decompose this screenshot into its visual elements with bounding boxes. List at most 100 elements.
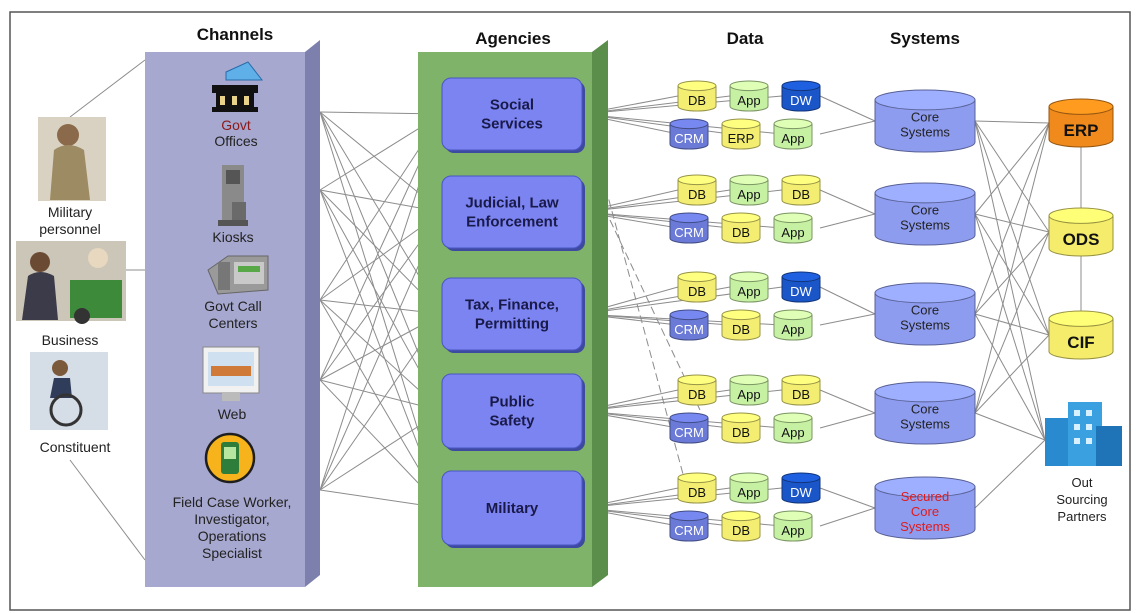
enterprise-label: ODS [1063, 230, 1100, 249]
app-cylinder [729, 80, 769, 112]
dw-cylinder [781, 472, 821, 504]
erp-cylinder [1048, 98, 1114, 148]
cylinder-label: App [737, 284, 760, 299]
connector-line [819, 95, 876, 122]
agency-label-line: Tax, Finance, [465, 297, 559, 314]
cylinder-label: DB [732, 322, 750, 337]
agency-label-line: Safety [489, 413, 535, 430]
wheelchair-user-photo-icon [30, 352, 108, 430]
cylinder-label: App [781, 322, 804, 337]
erp-cylinder [721, 118, 761, 150]
office-building-icon [1045, 402, 1122, 466]
db-cylinder [721, 510, 761, 542]
connector-line [974, 122, 1050, 315]
core-systems: CoreSystemsCoreSystemsCoreSystemsCoreSys… [874, 89, 976, 540]
cylinder-label: DW [790, 284, 812, 299]
connector-line [974, 120, 1046, 441]
dw-cylinder [781, 80, 821, 112]
connector-line [819, 313, 876, 326]
person-label-constituent: Constituent [40, 439, 111, 455]
core-systems-label-line: Core [911, 402, 939, 417]
app-cylinder [729, 472, 769, 504]
partners-label-line: Partners [1057, 509, 1107, 524]
crm-cylinder [669, 212, 709, 244]
app-cylinder [773, 412, 813, 444]
government-building-icon [212, 61, 264, 112]
connector-line [974, 231, 1050, 414]
core-systems-cylinder [874, 89, 976, 153]
header-systems: Systems [890, 29, 960, 48]
core-systems-label-line: Systems [900, 417, 950, 432]
agency-label-line: Public [489, 394, 534, 411]
crm-cylinder [669, 309, 709, 341]
cylinder-label: DB [792, 387, 810, 402]
handheld-device-icon [204, 432, 256, 484]
core-systems-label-line: Systems [900, 519, 950, 534]
connector-line [974, 120, 1050, 233]
core-systems-cylinder [874, 282, 976, 346]
header-channels: Channels [197, 25, 274, 44]
telephone-icon [207, 255, 269, 295]
person-business: Business [16, 241, 126, 348]
agency-label-line: Enforcement [466, 214, 558, 231]
core-systems-label-line: Systems [900, 218, 950, 233]
connector-line [974, 412, 1046, 441]
app-cylinder [729, 271, 769, 303]
channel-label-govt-offices: Govt Offices [214, 117, 257, 149]
channel-label-line: Investigator, [194, 511, 270, 527]
cylinder-label: CRM [674, 322, 704, 337]
channel-label-line: Specialist [202, 545, 262, 561]
core-systems-label-line: Systems [900, 318, 950, 333]
core-systems-label-line: Core [911, 504, 939, 519]
agency-box [441, 373, 583, 449]
cylinder-label: DB [688, 187, 706, 202]
connector-line [974, 313, 1046, 441]
connector-line [819, 286, 876, 315]
cylinder-label: App [737, 187, 760, 202]
connector-line [974, 213, 1050, 336]
cylinder-label: DB [732, 523, 750, 538]
connector-line [974, 122, 1050, 414]
core-systems-label-line: Core [911, 203, 939, 218]
crm-cylinder [669, 118, 709, 150]
db-cylinder [721, 309, 761, 341]
partners-label-line: Out [1072, 475, 1093, 490]
cylinder-label: DW [790, 93, 812, 108]
cylinder-label: CRM [674, 131, 704, 146]
cylinder-label: CRM [674, 425, 704, 440]
agency-tax-finance-permitting: Tax, Finance,Permitting [441, 277, 585, 353]
partners-label-line: Sourcing [1056, 492, 1107, 507]
connector-line [974, 231, 1050, 315]
channel-label-field-case-worker: Field Case Worker, Investigator, Operati… [173, 494, 292, 561]
agency-box [441, 470, 583, 546]
connector-line [974, 439, 1046, 509]
agency-label-line: Judicial, Law [465, 195, 559, 212]
connector-line [974, 313, 1050, 336]
ods-cylinder [1048, 207, 1114, 257]
db-cylinder [677, 271, 717, 303]
agency-label-line: Social [490, 97, 534, 114]
agency-label-line: Military [486, 500, 539, 517]
monitor-icon [202, 346, 260, 401]
business-people-photo-icon [16, 241, 126, 324]
connector-line [819, 487, 876, 509]
app-cylinder [773, 309, 813, 341]
person-label-military-2: personnel [39, 221, 101, 237]
enterprise-label: ERP [1064, 121, 1099, 140]
connector-line [974, 120, 1050, 124]
channels-panel [145, 40, 320, 587]
cylinder-label: ERP [728, 131, 755, 146]
core-systems-label-line: Core [911, 303, 939, 318]
agency-box [441, 175, 583, 249]
app-cylinder [773, 212, 813, 244]
header-data: Data [727, 29, 764, 48]
cylinder-label: App [781, 523, 804, 538]
connector-line [819, 412, 876, 429]
cylinder-label: DB [688, 93, 706, 108]
app-cylinder [773, 510, 813, 542]
